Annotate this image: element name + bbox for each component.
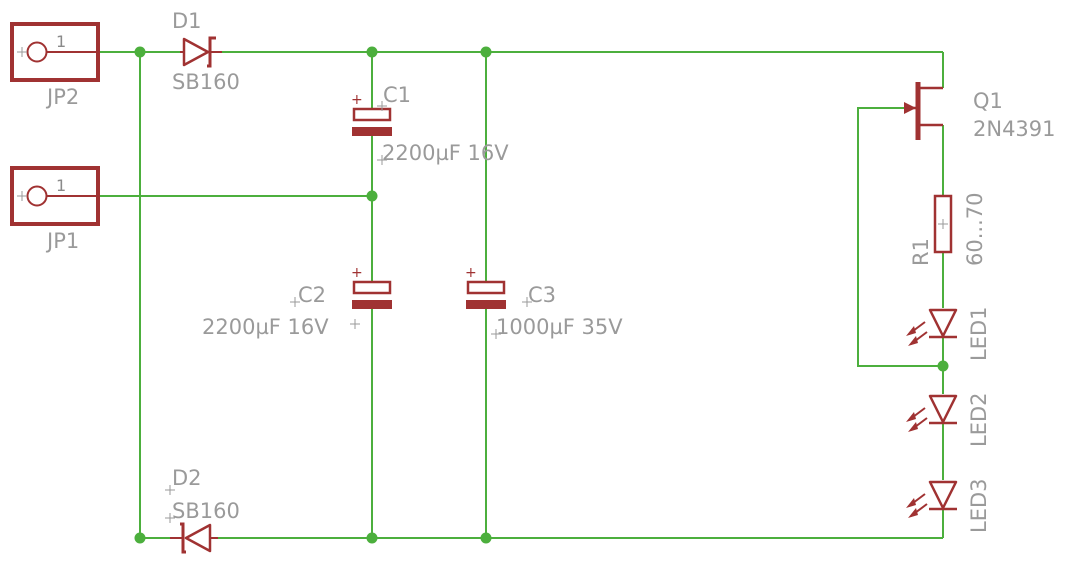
d2-value: SB160 [172, 499, 240, 523]
c2-value: 2200µF 16V [202, 315, 329, 339]
d1-diode: D1 SB160 [172, 9, 240, 94]
led2-emission-arrows [906, 407, 928, 432]
led1-name: LED1 [967, 307, 991, 362]
led2: LED2 [906, 393, 991, 448]
q1-value: 2N4391 [973, 117, 1056, 141]
jp2-connector: 1 JP2 [10, 22, 100, 109]
c3-value: 1000µF 35V [496, 315, 623, 339]
d1-name: D1 [172, 9, 202, 33]
jp2-name: JP2 [45, 85, 79, 109]
junction-dot [134, 532, 146, 544]
jp1-name: JP1 [45, 229, 79, 253]
c1-capacitor: + C1 2200µF 16V [351, 83, 509, 165]
jp1-pin-number: 1 [56, 176, 66, 195]
junction-dot [366, 532, 378, 544]
led3-name: LED3 [967, 479, 991, 534]
c3-polarity-mark: + [465, 265, 477, 281]
led2-name: LED2 [967, 393, 991, 448]
c2-polarity-mark: + [351, 265, 363, 281]
junction-dot [134, 46, 146, 58]
wires [100, 51, 944, 539]
led1: LED1 [906, 307, 991, 362]
c1-polarity-mark: + [351, 92, 363, 108]
d1-value: SB160 [172, 70, 240, 94]
r1-resistor: R1 60...70 [909, 193, 987, 266]
led3: LED3 [906, 479, 991, 534]
junction-dot [937, 360, 949, 372]
jp2-pin-number: 1 [56, 32, 66, 51]
junction-dot [480, 532, 492, 544]
d2-name: D2 [172, 466, 202, 490]
q1-jfet: Q1 2N4391 [904, 82, 1056, 141]
r1-value: 60...70 [963, 193, 987, 266]
c2-capacitor: + C2 2200µF 16V [202, 265, 392, 339]
c1-value: 2200µF 16V [382, 141, 509, 165]
jp1-connector: 1 JP1 [10, 166, 100, 253]
led1-emission-arrows [906, 321, 928, 346]
c3-name: C3 [528, 283, 556, 307]
junctions [134, 46, 949, 544]
c2-name: C2 [298, 283, 326, 307]
c3-capacitor: + C3 1000µF 35V [465, 265, 623, 339]
d2-diode: D2 SB160 [165, 466, 240, 554]
c1-name: C1 [383, 83, 411, 107]
r1-name: R1 [909, 238, 933, 266]
wire-gate-feedback [857, 107, 943, 367]
junction-dot [366, 46, 378, 58]
junction-dot [366, 190, 378, 202]
led3-emission-arrows [906, 493, 928, 518]
q1-name: Q1 [973, 89, 1003, 113]
junction-dot [480, 46, 492, 58]
